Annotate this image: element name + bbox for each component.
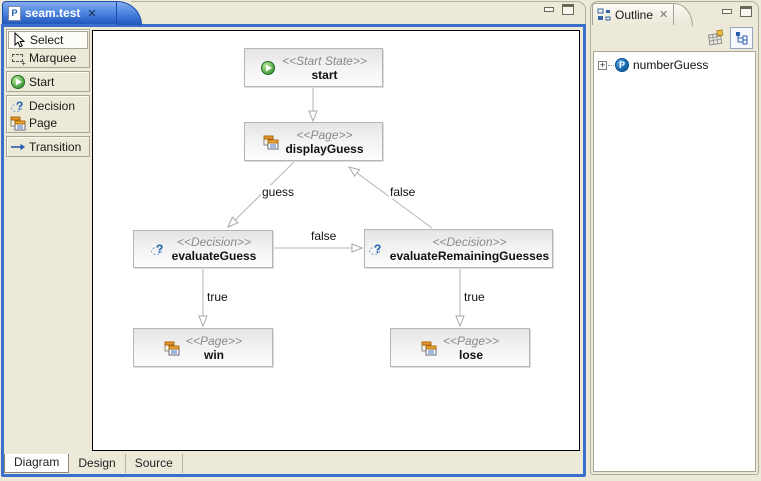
tree-item-label: numberGuess (633, 58, 709, 72)
page-icon (164, 340, 180, 356)
palette-group-start: Start (6, 71, 90, 92)
overview-mode-button[interactable] (704, 27, 727, 49)
transition-label[interactable]: false (310, 229, 338, 243)
node-stereotype: <<Page>> (296, 127, 353, 142)
transition-label[interactable]: guess (261, 185, 296, 199)
palette-item-label: Decision (29, 98, 76, 113)
marquee-icon: + (10, 50, 26, 67)
palette-item-label: Select (30, 33, 64, 47)
svg-text:?: ? (156, 242, 163, 256)
editor-group: P seam.test ✕ Select + (1, 0, 586, 477)
tab-outline[interactable]: Outline ✕ (592, 3, 693, 26)
node-name: start (311, 67, 338, 82)
node-name: evaluateGuess (171, 249, 257, 263)
palette-item-decision[interactable]: ? Decision (8, 97, 88, 114)
minimize-icon[interactable] (722, 9, 732, 14)
tree-mode-button[interactable] (730, 27, 753, 49)
node-stereotype: <<Page>> (442, 333, 500, 348)
process-icon: P (615, 58, 629, 72)
node-name: evaluateRemainingGuesses (389, 248, 550, 263)
close-icon[interactable]: ✕ (87, 7, 97, 20)
palette-item-page[interactable]: Page (8, 114, 88, 131)
tool-palette: Select + Marquee (4, 29, 91, 160)
outline-tree: + P numberGuess (593, 51, 756, 472)
node-start[interactable]: <<Start State>> start (244, 48, 383, 87)
node-lose[interactable]: <<Page>> lose (390, 328, 530, 367)
palette-item-transition[interactable]: Transition (8, 138, 88, 155)
page-icon (10, 115, 26, 131)
palette-group-selection: Select + Marquee (6, 29, 90, 68)
editor-window-buttons (544, 4, 574, 15)
tree-connector (608, 64, 614, 66)
tree-item-numberGuess[interactable]: + P numberGuess (594, 52, 755, 72)
svg-text:?: ? (16, 99, 23, 113)
palette-item-start[interactable]: Start (8, 73, 88, 90)
palette-item-marquee[interactable]: + Marquee (8, 49, 88, 67)
outline-toolbar (591, 25, 758, 51)
minimize-icon[interactable] (544, 7, 554, 12)
outline-view: Outline ✕ (590, 1, 759, 475)
transition-edges (198, 87, 465, 328)
node-name: displayGuess (285, 141, 364, 156)
editor-body: Select + Marquee (1, 24, 586, 477)
page-icon (421, 340, 437, 356)
palette-item-label: Marquee (29, 50, 77, 65)
start-icon (10, 74, 26, 90)
node-stereotype: <<Page>> (185, 333, 243, 348)
decision-icon: ? (150, 241, 166, 257)
node-name: lose (458, 347, 483, 362)
editor-tab-strip: P seam.test ✕ (1, 0, 586, 25)
expand-icon[interactable]: + (598, 59, 607, 70)
outline-tab-title: Outline (615, 7, 654, 22)
editor-tab-title: seam.test (25, 6, 81, 20)
decision-icon: ? (10, 98, 26, 114)
palette-item-label: Start (29, 74, 55, 89)
node-displayGuess[interactable]: <<Page>> displayGuess (244, 122, 383, 161)
palette-group-transition: Transition (6, 136, 90, 157)
overview-icon (706, 29, 724, 47)
maximize-icon[interactable] (562, 4, 574, 15)
start-icon (260, 60, 276, 76)
tree-view-icon (734, 30, 750, 46)
tab-design[interactable]: Design (69, 454, 126, 473)
palette-item-label: Transition (29, 139, 82, 154)
transition-icon (10, 139, 26, 155)
svg-text:?: ? (374, 242, 381, 256)
diagram-canvas[interactable]: guess false false true true <<Start Stat… (92, 30, 580, 451)
outline-icon (597, 8, 611, 22)
node-stereotype: <<Decision>> (176, 235, 252, 249)
editor-mode-tabs: Diagram Design Source (4, 454, 183, 473)
pageflow-file-icon: P (8, 5, 21, 21)
page-icon (263, 134, 279, 150)
palette-item-select[interactable]: Select (8, 31, 88, 49)
maximize-icon[interactable] (740, 6, 752, 17)
node-stereotype: <<Decision>> (432, 234, 507, 249)
node-win[interactable]: <<Page>> win (133, 328, 273, 367)
decision-icon: ? (368, 241, 384, 257)
editor-tab-seam-test[interactable]: P seam.test ✕ (2, 1, 142, 25)
editor-tab-strip-background (131, 1, 586, 24)
outline-window-buttons (722, 6, 752, 17)
close-icon[interactable]: ✕ (659, 9, 669, 21)
palette-item-label: Page (29, 115, 58, 130)
palette-group-nodes: ? Decision Page (6, 95, 90, 133)
transition-label[interactable]: false (389, 185, 417, 199)
select-icon (11, 31, 27, 48)
transition-label[interactable]: true (206, 290, 229, 304)
node-name: win (204, 347, 224, 362)
transition-label[interactable]: true (463, 290, 486, 304)
tab-source[interactable]: Source (126, 454, 183, 473)
node-evaluateRemainingGuesses[interactable]: ? <<Decision>> evaluateRemainingGuesses (364, 229, 553, 268)
node-stereotype: <<Start State>> (282, 53, 367, 68)
tab-diagram[interactable]: Diagram (4, 454, 70, 473)
node-evaluateGuess[interactable]: ? <<Decision>> evaluateGuess (133, 230, 273, 268)
